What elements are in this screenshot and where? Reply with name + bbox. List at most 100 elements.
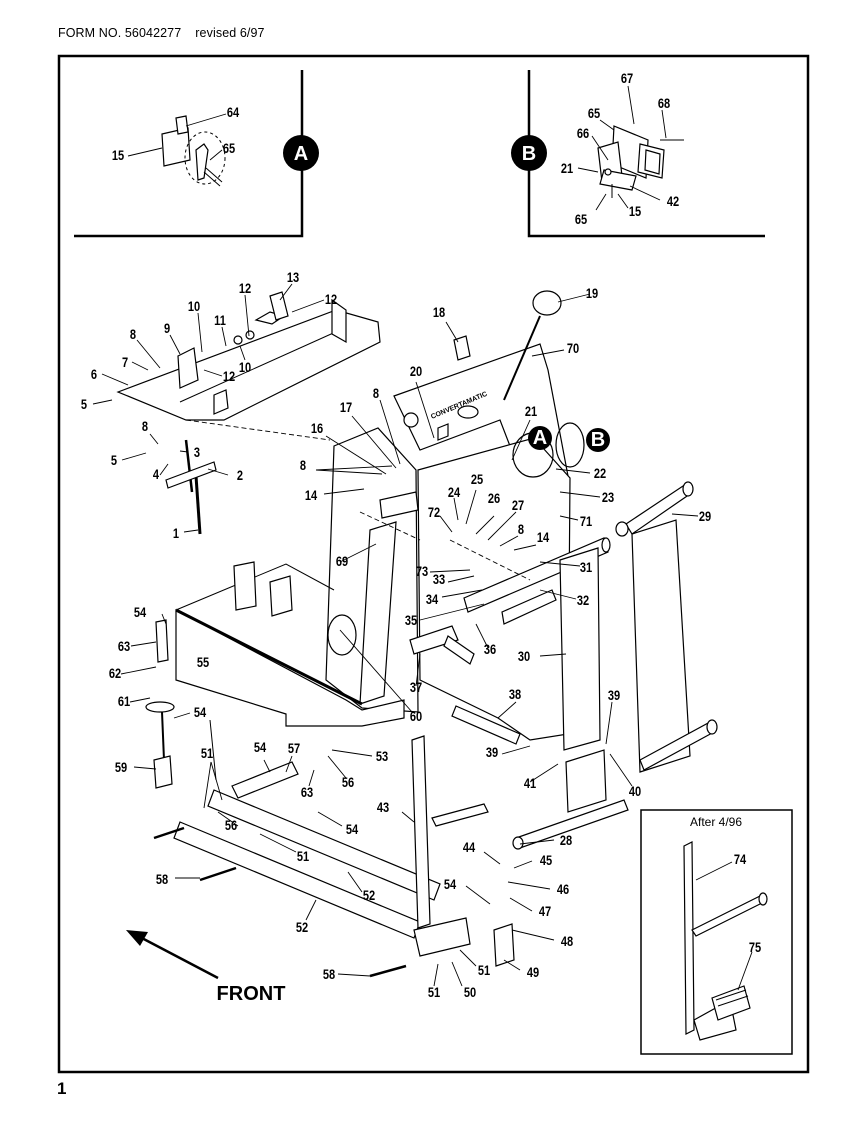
callout: 59 [115, 760, 127, 775]
callout: 52 [363, 888, 375, 903]
callout: 35 [405, 613, 417, 628]
callout: 74 [734, 852, 746, 867]
callout: 12 [239, 281, 251, 296]
callout: 72 [428, 505, 440, 520]
callout: 18 [433, 305, 445, 320]
callout: 54 [254, 740, 266, 755]
callout: 9 [164, 321, 170, 336]
callout: 48 [561, 934, 573, 949]
detail-b-callouts: 15 21 42 65 65 66 67 68 [561, 71, 679, 227]
callout: 24 [448, 485, 460, 500]
callout: 29 [699, 509, 711, 524]
detail-b-bracket-drawing [597, 125, 684, 198]
callout: 46 [557, 882, 569, 897]
callout: 16 [311, 421, 323, 436]
callout: 51 [297, 849, 309, 864]
callout: 10 [188, 299, 200, 314]
callout: 44 [463, 840, 475, 855]
inset-title: After 4/96 [690, 815, 742, 829]
callout: 1 [173, 526, 179, 541]
callout: 21 [525, 404, 537, 419]
callout: 28 [560, 833, 572, 848]
callout: 7 [122, 355, 128, 370]
callout: 13 [287, 270, 299, 285]
callout: 19 [586, 286, 598, 301]
detail-a-ref-marker [528, 426, 552, 450]
after-4-96-inset: After 4/96 [640, 809, 793, 1055]
detail-a-callouts: 15 64 65 [112, 105, 239, 163]
callout: 52 [296, 920, 308, 935]
main-assembly-drawing: CONVERTAMATIC [116, 290, 718, 978]
callout: 25 [471, 472, 483, 487]
callout: 45 [540, 853, 552, 868]
callout: 65 [575, 212, 587, 227]
callout: 6 [91, 367, 97, 382]
callout: 61 [118, 694, 130, 709]
callout: 70 [567, 341, 579, 356]
callout: 33 [433, 572, 445, 587]
callout: 26 [488, 491, 500, 506]
callout: 67 [621, 71, 633, 86]
callout: 58 [156, 872, 168, 887]
callout: 37 [410, 680, 422, 695]
callout: 54 [444, 877, 456, 892]
callout: 66 [577, 126, 589, 141]
callout: 42 [667, 194, 679, 209]
form-number: FORM NO. 56042277 [58, 26, 182, 40]
callout: 8 [518, 522, 524, 537]
callout: 53 [376, 749, 388, 764]
diagram-frame [57, 54, 810, 1074]
callout: 3 [194, 445, 200, 460]
detail-a-bracket-drawing [161, 115, 226, 187]
callout: 54 [194, 705, 206, 720]
callout: 11 [214, 313, 226, 328]
callout: 20 [410, 364, 422, 379]
callout: 51 [201, 746, 213, 761]
callout: 50 [464, 985, 476, 1000]
callout: 22 [594, 466, 606, 481]
callout: 8 [130, 327, 136, 342]
callout: 15 [629, 204, 641, 219]
callout: 39 [608, 688, 620, 703]
front-direction-arrow [126, 930, 219, 980]
callout: 75 [749, 940, 761, 955]
inset-pedal-drawing [683, 841, 768, 1041]
callout: 63 [118, 639, 130, 654]
detail-b-marker [511, 135, 547, 171]
callout: 56 [225, 818, 237, 833]
callout: 8 [373, 386, 379, 401]
callout: 8 [300, 458, 306, 473]
callout: 39 [486, 745, 498, 760]
callout: 12 [223, 369, 235, 384]
callout: 21 [561, 161, 573, 176]
detail-b-marker-letter: B [522, 143, 536, 165]
callout: 34 [426, 592, 438, 607]
callout: 49 [527, 965, 539, 980]
detail-b-ref-letter: B [591, 429, 605, 451]
callout: 57 [288, 741, 300, 756]
callout: 64 [227, 105, 239, 120]
callout: 47 [539, 904, 551, 919]
callout: 27 [512, 498, 524, 513]
callout: 40 [629, 784, 641, 799]
front-label: FRONT [217, 983, 286, 1005]
detail-a-ref-letter: A [533, 427, 547, 449]
callout: 17 [340, 400, 352, 415]
callout: 73 [416, 564, 428, 579]
callout: 41 [524, 776, 536, 791]
detail-a-marker-letter: A [294, 143, 308, 165]
callout: 5 [111, 453, 117, 468]
callout: 51 [478, 963, 490, 978]
callout: 63 [301, 785, 313, 800]
callout: 65 [223, 141, 235, 156]
callout: 60 [410, 709, 422, 724]
detail-b-ref-marker [586, 428, 610, 452]
main-callouts: 1 2 3 4 5 5 6 7 8 8 8 8 8 9 10 10 11 12 … [81, 270, 711, 1000]
callout: 65 [588, 106, 600, 121]
callout: 58 [323, 967, 335, 982]
callout: 8 [142, 419, 148, 434]
callout: 54 [346, 822, 358, 837]
callout: 12 [325, 292, 337, 307]
